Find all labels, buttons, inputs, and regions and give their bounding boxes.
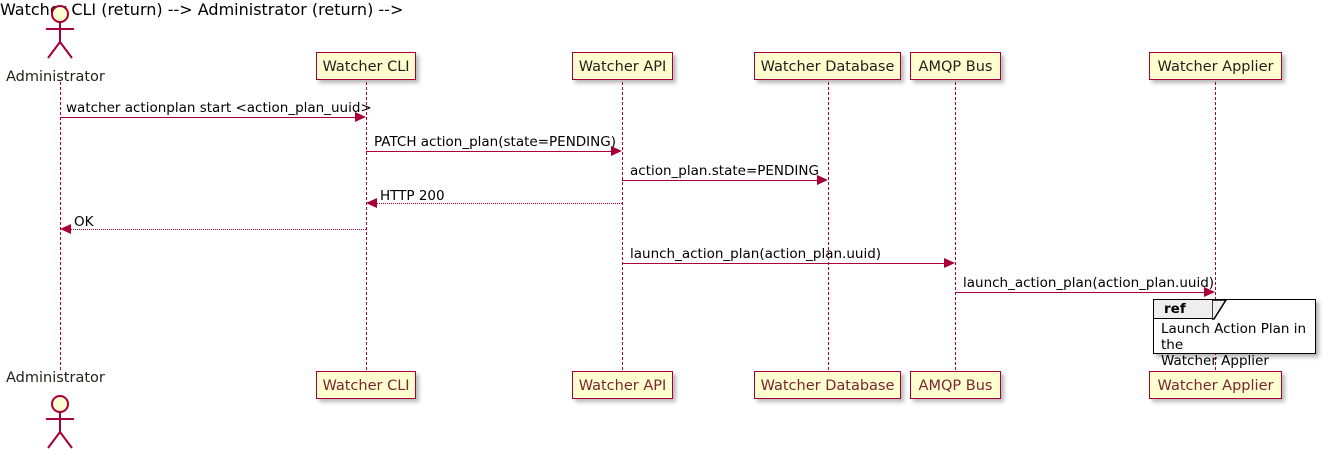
message-label-2: PATCH action_plan(state=PENDING) bbox=[374, 134, 616, 150]
message-line-3 bbox=[622, 180, 822, 181]
participant-amqp-bottom[interactable]: AMQP Bus bbox=[910, 371, 1001, 399]
message-label-5: OK bbox=[74, 214, 94, 230]
participant-applier-top[interactable]: Watcher Applier bbox=[1149, 52, 1282, 80]
message-line-7 bbox=[955, 292, 1209, 293]
lifeline-api bbox=[622, 82, 623, 370]
actor-administrator-bottom-label: Administrator bbox=[6, 370, 105, 386]
message-line-2 bbox=[366, 151, 616, 152]
reference-frame-tab-fold-icon bbox=[1212, 300, 1227, 320]
lifeline-cli bbox=[366, 82, 367, 370]
participant-api-bottom[interactable]: Watcher API bbox=[572, 371, 673, 399]
lifeline-db bbox=[828, 82, 829, 370]
message-arrowhead-5 bbox=[60, 224, 71, 234]
actor-administrator-bottom-icon bbox=[38, 394, 82, 450]
participant-db-top[interactable]: Watcher Database bbox=[754, 52, 901, 80]
participant-amqp-top[interactable]: AMQP Bus bbox=[910, 52, 1001, 80]
message-arrowhead-7 bbox=[1204, 287, 1215, 297]
participant-cli-bottom[interactable]: Watcher CLI bbox=[316, 371, 416, 399]
message-label-6: launch_action_plan(action_plan.uuid) bbox=[630, 246, 882, 262]
message-arrowhead-1 bbox=[355, 112, 366, 122]
message-arrowhead-2 bbox=[611, 146, 622, 156]
participant-db-bottom[interactable]: Watcher Database bbox=[754, 371, 901, 399]
participant-cli-top[interactable]: Watcher CLI bbox=[316, 52, 416, 80]
message-label-1: watcher actionplan start <action_plan_uu… bbox=[66, 100, 372, 116]
message-arrowhead-3 bbox=[817, 175, 828, 185]
reference-frame: ref Launch Action Plan in the Watcher Ap… bbox=[1153, 299, 1316, 369]
message-line-4 bbox=[372, 203, 622, 204]
message-arrowhead-6 bbox=[944, 258, 955, 268]
participant-applier-bottom[interactable]: Watcher Applier bbox=[1149, 371, 1282, 399]
lifeline-amqp bbox=[955, 82, 956, 370]
message-label-4: HTTP 200 bbox=[380, 188, 445, 204]
message-label-7: launch_action_plan(action_plan.uuid) bbox=[963, 275, 1215, 291]
message-line-5 bbox=[66, 229, 366, 230]
actor-administrator-top-label: Administrator bbox=[6, 69, 105, 85]
lifeline-applier bbox=[1215, 82, 1216, 370]
message-label-3: action_plan.state=PENDING bbox=[630, 163, 819, 179]
actor-administrator-top-icon bbox=[38, 4, 82, 60]
message-arrowhead-4 bbox=[366, 198, 377, 208]
participant-api-top[interactable]: Watcher API bbox=[572, 52, 673, 80]
reference-frame-body-text: Launch Action Plan in the Watcher Applie… bbox=[1161, 321, 1307, 369]
reference-frame-tab-label: ref bbox=[1164, 301, 1186, 317]
message-line-6 bbox=[622, 263, 949, 264]
message-line-1 bbox=[60, 117, 360, 118]
